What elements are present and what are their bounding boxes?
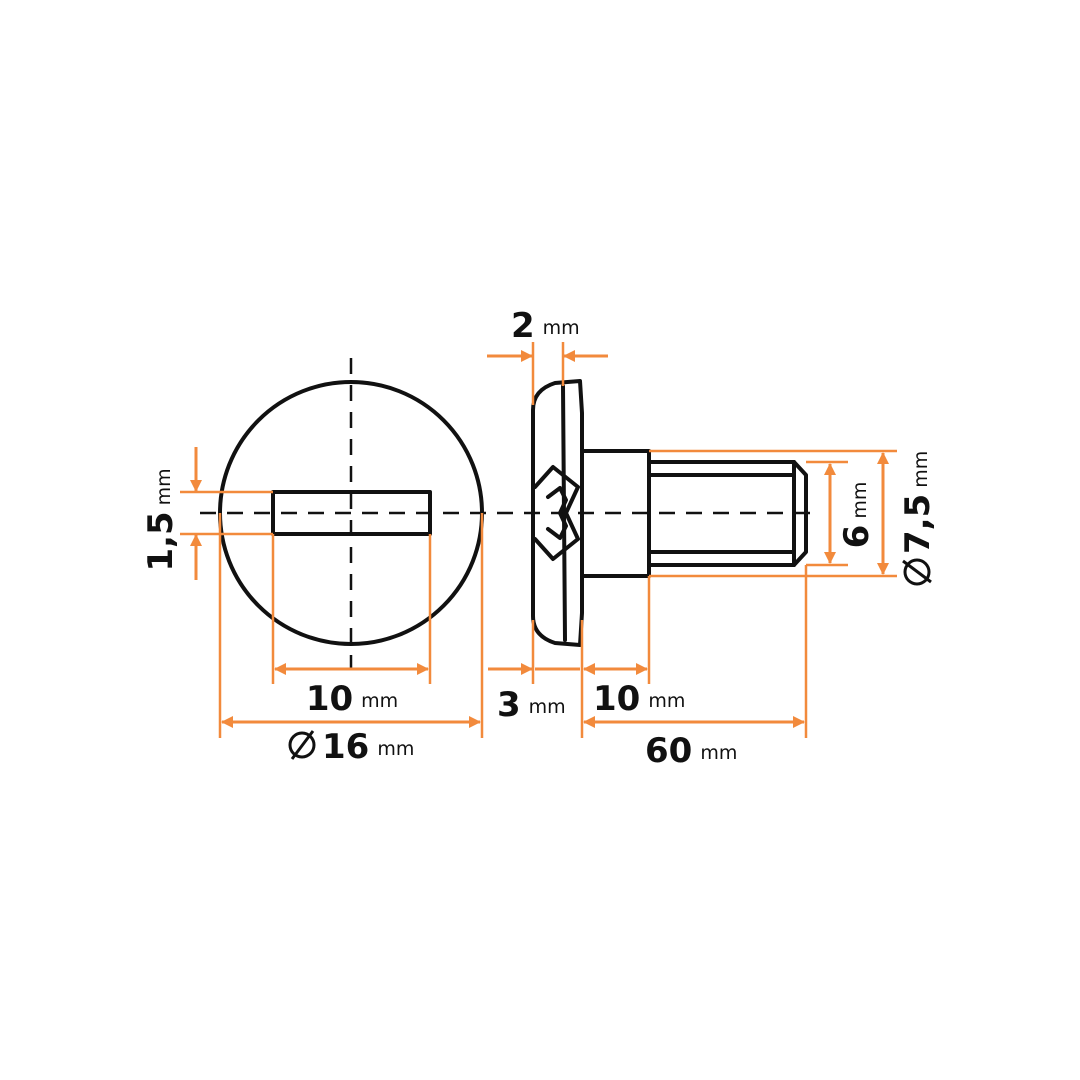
extension-lines xyxy=(180,342,897,738)
label-neck-diameter: 7,5mm xyxy=(898,451,938,586)
svg-text:6mm: 6mm xyxy=(837,482,877,549)
side-view xyxy=(531,379,808,647)
neck-rect xyxy=(580,449,651,578)
slot-section-inner xyxy=(546,486,568,540)
label-slot-height: 1,5mm xyxy=(141,468,181,571)
svg-text:1,5mm: 1,5mm xyxy=(141,468,181,571)
dimension-lines xyxy=(190,350,889,728)
diameter-symbol-icon xyxy=(288,731,316,759)
slot-section xyxy=(533,465,580,561)
front-view xyxy=(200,358,818,668)
svg-text:7,5mm: 7,5mm xyxy=(898,451,938,554)
label-thread-diameter: 6mm xyxy=(837,482,877,549)
head-profile xyxy=(531,379,584,647)
thread-shaft xyxy=(647,460,808,567)
diameter-symbol-icon xyxy=(903,558,931,586)
